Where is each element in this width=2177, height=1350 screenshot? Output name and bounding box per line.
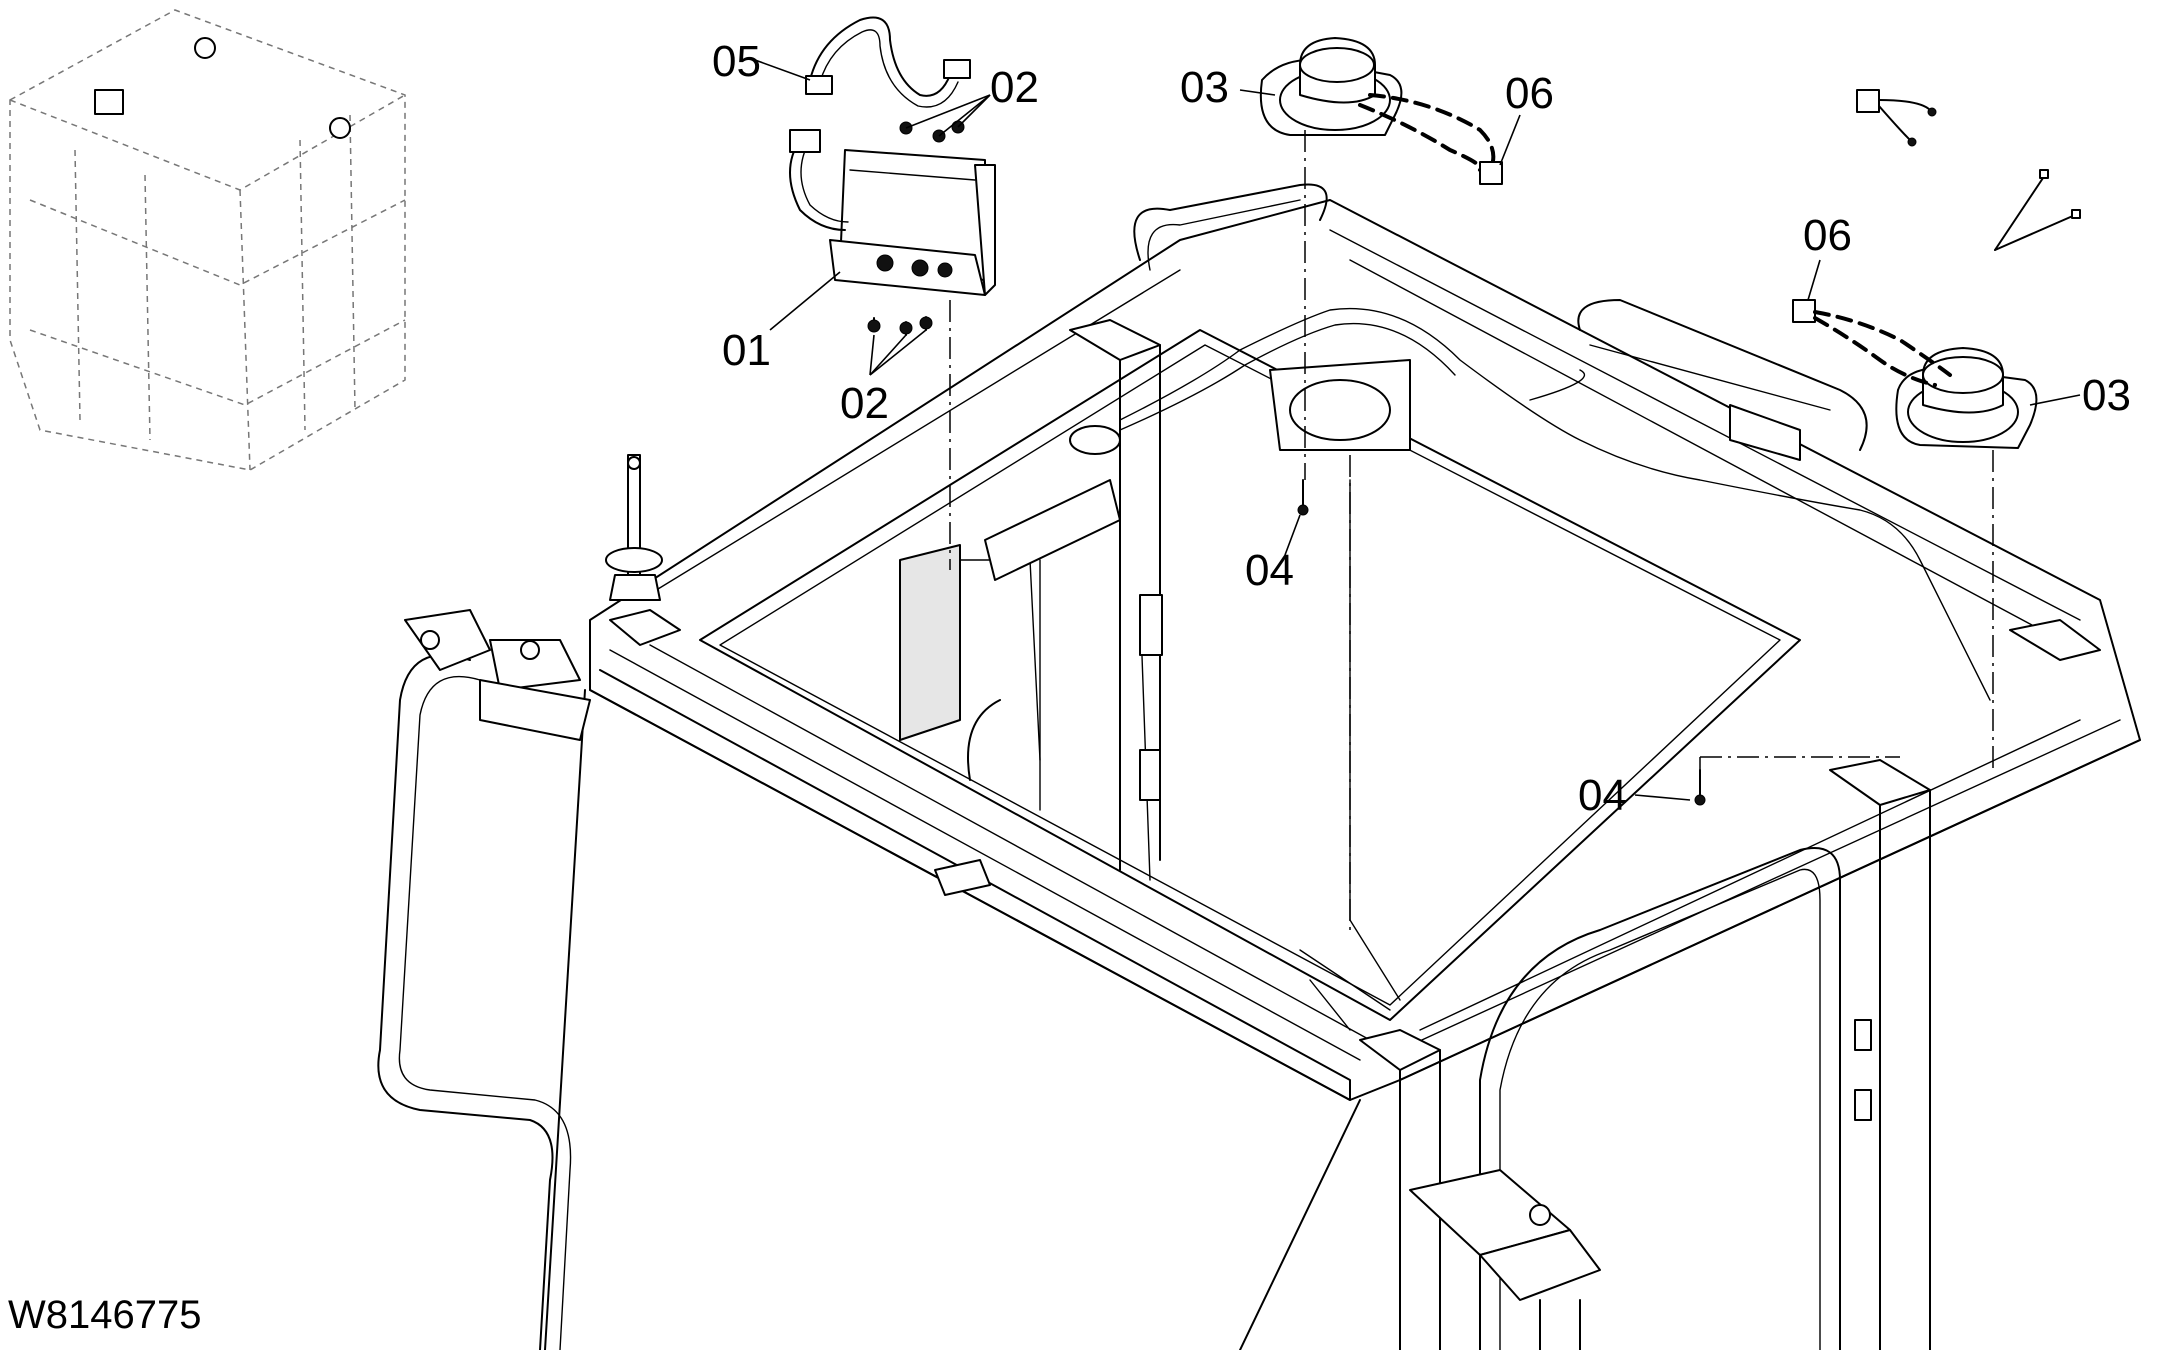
radio-module-01 <box>789 129 996 296</box>
cab-roof-frame <box>544 183 2141 1350</box>
screws-02-bottom <box>867 316 933 336</box>
callout-02-bottom: 02 <box>840 379 889 428</box>
callout-06-right: 06 <box>1803 211 1852 260</box>
loose-connector-wires <box>1856 89 2081 251</box>
drawing-number: W8146775 <box>8 1293 201 1337</box>
callout-labels: 05 02 01 02 03 06 06 03 04 04 <box>712 37 2131 820</box>
screw-04-right <box>1694 769 1706 806</box>
callout-06-left: 06 <box>1505 69 1554 118</box>
cab-overview-thumbnail <box>9 9 406 471</box>
antenna <box>605 454 663 601</box>
overview-speaker-marker-2 <box>329 117 351 139</box>
speaker-03-right <box>1895 347 2038 449</box>
callout-01: 01 <box>722 326 771 375</box>
callout-02-top: 02 <box>990 63 1039 112</box>
wire-harness-05 <box>805 16 971 108</box>
callout-04-left: 04 <box>1245 546 1294 595</box>
right-handrail <box>1409 1169 1601 1350</box>
overview-speaker-marker <box>194 37 216 59</box>
callout-04-right: 04 <box>1578 771 1627 820</box>
callout-05: 05 <box>712 37 761 86</box>
overview-module-marker <box>94 89 124 115</box>
speaker-03-left <box>1259 37 1403 136</box>
assembly-center-lines <box>949 130 1994 930</box>
left-handrail <box>377 609 591 1350</box>
speaker-wire-06-left <box>1358 93 1503 185</box>
screw-04-left <box>1297 479 1309 516</box>
callout-03-left: 03 <box>1180 63 1229 112</box>
leader-lines <box>754 59 2081 801</box>
callout-03-right: 03 <box>2082 371 2131 420</box>
speaker-wire-06-right <box>1792 299 1952 387</box>
